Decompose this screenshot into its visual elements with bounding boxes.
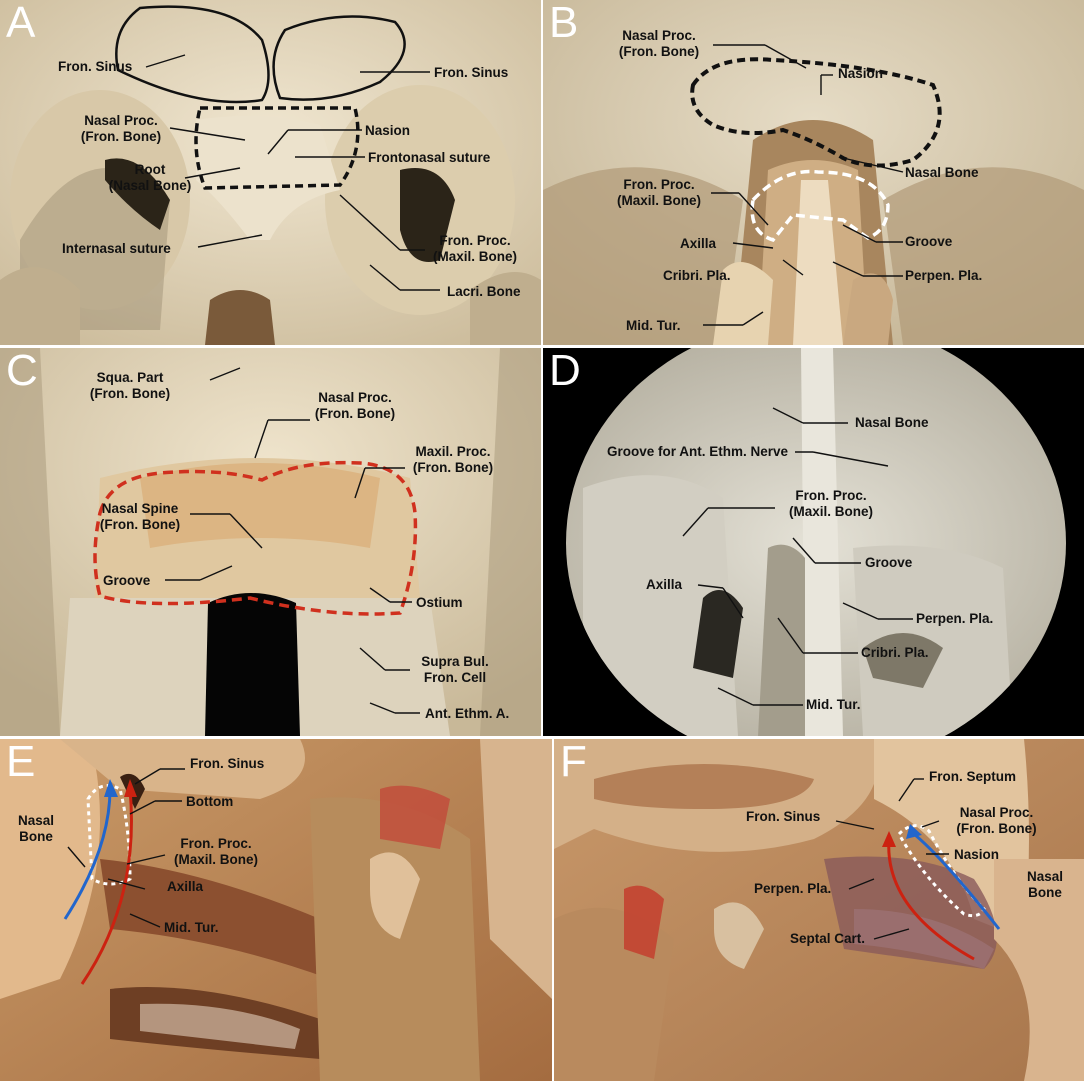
label-maxil-proc-line2: (Fron. Bone) bbox=[412, 460, 494, 475]
label-fron-proc-line1: Fron. Proc. bbox=[795, 488, 867, 503]
label-perpen-pla: Perpen. Pla. bbox=[754, 881, 832, 896]
label-nasal-bone-line2: Bone bbox=[1028, 885, 1062, 900]
label-fron-sinus-right: Fron. Sinus bbox=[434, 65, 509, 80]
label-squa-part-line2: (Fron. Bone) bbox=[89, 386, 171, 401]
label-groove: Groove bbox=[103, 573, 151, 588]
label-mid-tur: Mid. Tur. bbox=[806, 697, 861, 712]
label-nasal-proc: Nasal Proc. (Fron. Bone) bbox=[599, 28, 719, 60]
label-nasal-proc-line1: Nasal Proc. bbox=[318, 390, 392, 405]
label-nasal-bone-line2: Bone bbox=[19, 829, 53, 844]
label-groove: Groove bbox=[865, 555, 913, 570]
label-nasal-spine-line1: Nasal Spine bbox=[101, 501, 179, 516]
label-fron-sinus: Fron. Sinus bbox=[746, 809, 821, 824]
panel-c-letter: C bbox=[6, 348, 38, 395]
label-nasion: Nasion bbox=[365, 123, 411, 138]
label-squa-part: Squa. Part (Fron. Bone) bbox=[75, 370, 185, 402]
panel-e-letter: E bbox=[6, 739, 36, 786]
label-nasal-bone: Nasal Bone bbox=[2, 813, 70, 845]
label-mid-tur: Mid. Tur. bbox=[626, 318, 681, 333]
label-fron-sinus: Fron. Sinus bbox=[190, 756, 265, 771]
label-axilla: Axilla bbox=[680, 236, 717, 251]
label-lacri-bone: Lacri. Bone bbox=[447, 284, 521, 299]
label-supra-bul: Supra Bul. Fron. Cell bbox=[405, 654, 505, 686]
panel-f: F Fron. Septum Fron. Sinus Nasal Proc. (… bbox=[554, 739, 1084, 1081]
panel-f-letter: F bbox=[560, 739, 587, 786]
label-nasal-bone-line1: Nasal bbox=[1026, 869, 1064, 884]
label-groove-ant-ethm: Groove for Ant. Ethm. Nerve bbox=[607, 444, 789, 459]
label-fron-proc: Fron. Proc. (Maxil. Bone) bbox=[420, 233, 530, 265]
panel-d: D Nasal Bone Groove for Ant. Ethm. Nerve… bbox=[543, 348, 1084, 736]
label-nasal-proc-line2: (Fron. Bone) bbox=[80, 129, 162, 144]
label-nasal-proc: Nasal Proc. (Fron. Bone) bbox=[300, 390, 410, 422]
panel-e: E Fron. Sinus Bottom Nasal Bone Fron. Pr… bbox=[0, 739, 552, 1081]
panel-c: C Squa. Part (Fron. Bone) Nasal Proc. (F… bbox=[0, 348, 541, 736]
label-fron-proc: Fron. Proc. (Maxil. Bone) bbox=[156, 836, 276, 868]
panel-d-photo bbox=[543, 348, 1084, 736]
label-mid-tur: Mid. Tur. bbox=[164, 920, 219, 935]
label-nasal-proc-line1: Nasal Proc. bbox=[84, 113, 158, 128]
label-perpen-pla: Perpen. Pla. bbox=[916, 611, 994, 626]
label-nasal-spine: Nasal Spine (Fron. Bone) bbox=[85, 501, 195, 533]
label-root-line2: (Nasal Bone) bbox=[108, 178, 192, 193]
label-ant-ethm: Ant. Ethm. A. bbox=[425, 706, 510, 721]
label-nasion: Nasion bbox=[954, 847, 1000, 862]
label-fron-proc-line2: (Maxil. Bone) bbox=[432, 249, 517, 264]
label-cribri-pla: Cribri. Pla. bbox=[861, 645, 929, 660]
label-nasal-bone: Nasal Bone bbox=[855, 415, 929, 430]
label-fron-septum: Fron. Septum bbox=[929, 769, 1016, 784]
label-nasal-proc-line2: (Fron. Bone) bbox=[314, 406, 396, 421]
label-maxil-proc-line1: Maxil. Proc. bbox=[415, 444, 491, 459]
label-root-line1: Root bbox=[134, 162, 166, 177]
label-fron-proc-line2: (Maxil. Bone) bbox=[616, 193, 701, 208]
label-fron-proc-line2: (Maxil. Bone) bbox=[788, 504, 873, 519]
label-fron-proc-line2: (Maxil. Bone) bbox=[173, 852, 258, 867]
label-squa-part-line1: Squa. Part bbox=[96, 370, 164, 385]
label-maxil-proc: Maxil. Proc. (Fron. Bone) bbox=[398, 444, 508, 476]
label-nasal-bone: Nasal Bone bbox=[905, 165, 979, 180]
panel-a-letter: A bbox=[6, 0, 36, 47]
label-nasion: Nasion bbox=[838, 66, 884, 81]
label-nasal-spine-line2: (Fron. Bone) bbox=[99, 517, 181, 532]
label-internasal-suture: Internasal suture bbox=[62, 241, 171, 256]
label-nasal-bone: Nasal Bone bbox=[1009, 869, 1081, 901]
label-fron-proc-line1: Fron. Proc. bbox=[623, 177, 695, 192]
label-supra-bul-line2: Fron. Cell bbox=[423, 670, 487, 685]
label-fron-proc: Fron. Proc. (Maxil. Bone) bbox=[771, 488, 891, 520]
label-bottom: Bottom bbox=[186, 794, 234, 809]
label-axilla: Axilla bbox=[167, 879, 204, 894]
panel-b: B Nasal Proc. (Fron. Bone) Nasion Nasal … bbox=[543, 0, 1084, 345]
panel-d-letter: D bbox=[549, 348, 581, 395]
label-septal-cart: Septal Cart. bbox=[790, 931, 866, 946]
label-nasal-proc: Nasal Proc. (Fron. Bone) bbox=[939, 805, 1054, 837]
label-fron-proc: Fron. Proc. (Maxil. Bone) bbox=[599, 177, 719, 209]
label-groove: Groove bbox=[905, 234, 953, 249]
label-nasal-proc-line2: (Fron. Bone) bbox=[618, 44, 700, 59]
panel-f-photo bbox=[554, 739, 1084, 1081]
label-axilla: Axilla bbox=[646, 577, 683, 592]
label-supra-bul-line1: Supra Bul. bbox=[421, 654, 489, 669]
label-nasal-bone-line1: Nasal bbox=[17, 813, 55, 828]
label-ostium: Ostium bbox=[416, 595, 463, 610]
panel-e-photo bbox=[0, 739, 552, 1081]
label-nasal-proc-line2: (Fron. Bone) bbox=[956, 821, 1037, 836]
label-cribri-pla: Cribri. Pla. bbox=[663, 268, 731, 283]
panel-b-letter: B bbox=[549, 0, 579, 47]
label-fron-proc-line1: Fron. Proc. bbox=[180, 836, 252, 851]
label-nasal-proc-line1: Nasal Proc. bbox=[622, 28, 696, 43]
label-nasal-proc-line1: Nasal Proc. bbox=[959, 805, 1034, 820]
panel-a: A Fron. Sinus Fron. Sinus Nasal Proc. (F… bbox=[0, 0, 541, 345]
label-fron-proc-line1: Fron. Proc. bbox=[439, 233, 511, 248]
label-root: Root (Nasal Bone) bbox=[100, 162, 200, 194]
label-fron-sinus-left: Fron. Sinus bbox=[58, 59, 133, 74]
label-frontonasal-suture: Frontonasal suture bbox=[368, 150, 491, 165]
label-perpen-pla: Perpen. Pla. bbox=[905, 268, 983, 283]
panel-a-photo bbox=[0, 0, 541, 345]
label-nasal-proc: Nasal Proc. (Fron. Bone) bbox=[71, 113, 171, 145]
